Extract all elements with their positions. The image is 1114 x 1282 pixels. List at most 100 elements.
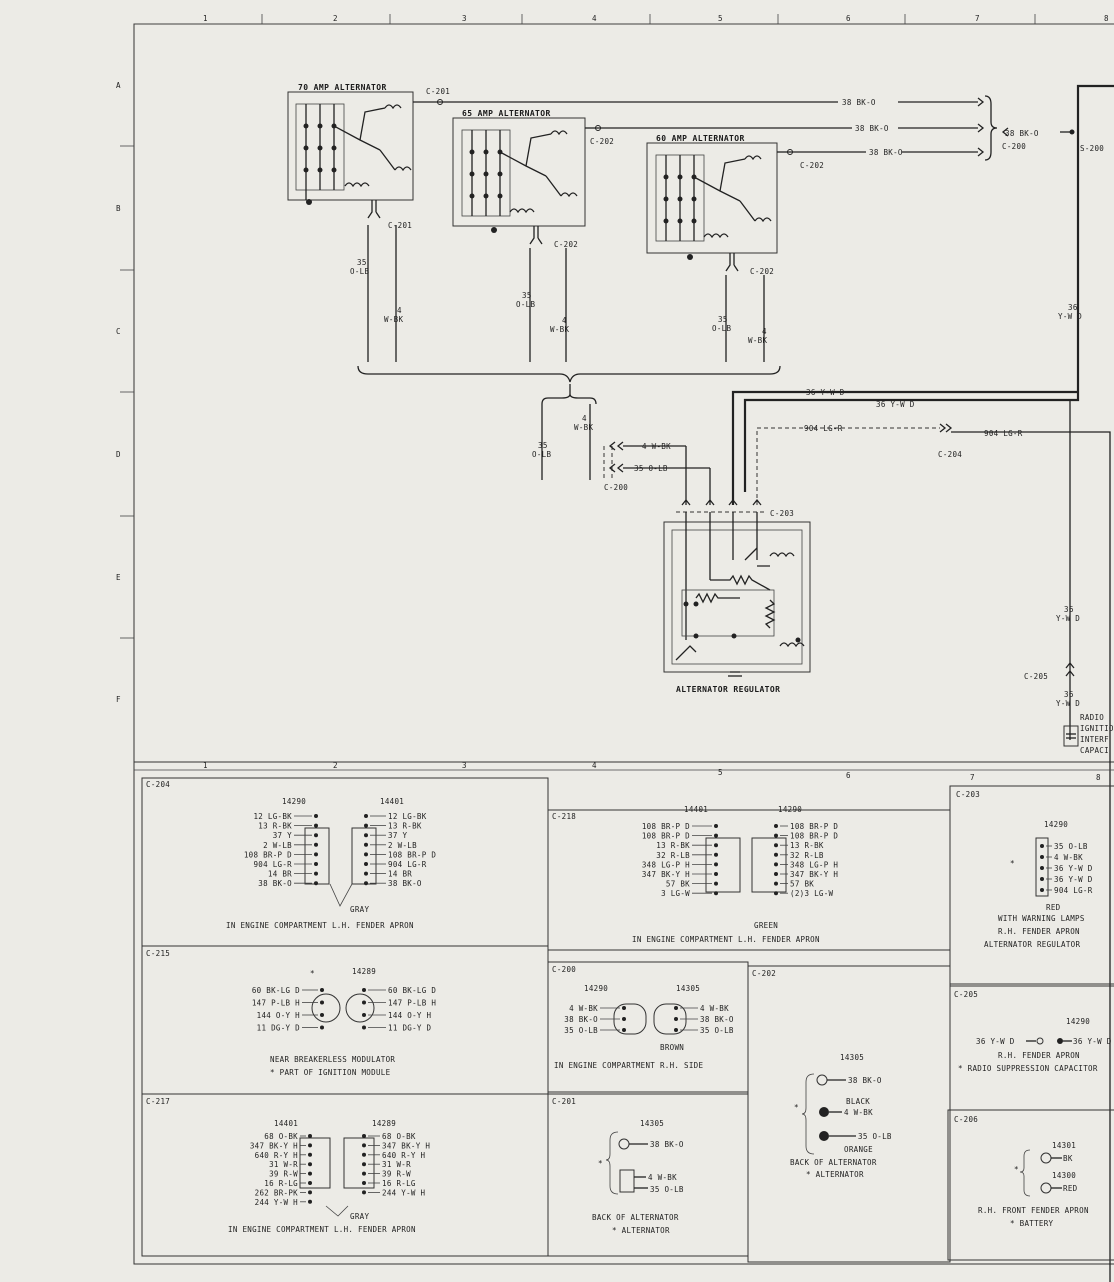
c200-left-label-2: 35 O-LB — [564, 1026, 598, 1035]
mid-w4-b: W-BK — [574, 423, 593, 432]
bcol-3: 3 — [462, 761, 467, 770]
col-3: 3 — [462, 14, 467, 23]
wire-904b: 904 LG-R — [984, 429, 1023, 438]
c200-right-label-0: 4 W-BK — [700, 1004, 729, 1013]
c200-part-r: 14305 — [676, 984, 700, 993]
alt70-w1b: O-LB — [350, 267, 369, 276]
c218-right-pin-6 — [774, 881, 778, 886]
c204-right-label-0: 12 LG-BK — [388, 812, 427, 821]
c200-label-mid: C-200 — [604, 483, 628, 492]
col-1: 1 — [203, 14, 208, 23]
c205-cap2: * RADIO SUPPRESSION CAPACITOR — [958, 1064, 1098, 1073]
c218-right-label-4: 348 LG-P H — [790, 860, 838, 869]
c217-right-label-4: 39 R-W — [382, 1170, 411, 1179]
c204-left-label-3: 2 W-LB — [263, 841, 292, 850]
row-a: A — [116, 81, 121, 90]
c218-right-pin-3 — [774, 852, 778, 857]
c217-id: C-217 — [146, 1097, 170, 1106]
col-5: 5 — [718, 14, 723, 23]
c217-left-pin-5 — [308, 1181, 312, 1185]
c217-right-pin-3 — [362, 1162, 366, 1167]
c201-cap1: BACK OF ALTERNATOR — [592, 1213, 679, 1222]
alt70-w1: 35 — [357, 258, 367, 267]
c203-wires-pin-2 — [1040, 866, 1044, 870]
c217-color: GRAY — [350, 1212, 369, 1221]
c200-left-pin-1 — [622, 1017, 626, 1021]
c204-color: GRAY — [350, 905, 369, 914]
alt65-w2: 4 — [562, 316, 567, 325]
c203-wires-label-3: 36 Y-W D — [1054, 875, 1093, 884]
c206-w2: RED — [1063, 1184, 1078, 1193]
c206-part2: 14300 — [1052, 1171, 1076, 1180]
c203-wires-label-2: 36 Y-W D — [1054, 864, 1093, 873]
c217-caption: IN ENGINE COMPARTMENT L.H. FENDER APRON — [228, 1225, 416, 1234]
c218-left-pin-2 — [714, 843, 718, 848]
c200-right-pin-1 — [674, 1017, 678, 1021]
c205-w1: 36 Y-W D — [976, 1037, 1015, 1046]
c204-right-pin-7 — [364, 881, 368, 886]
bcol-7: 7 — [970, 773, 975, 782]
wire-38-c: 38 BK-O — [869, 148, 903, 157]
c217-right-label-5: 16 R-LG — [382, 1179, 416, 1188]
c215-right-label-0: 60 BK-LG D — [388, 986, 436, 995]
c204-label-mid: C-204 — [938, 450, 962, 459]
alternator-70amp: 70 AMP ALTERNATOR C-201 C-201 35 O-LB 4 … — [287, 83, 450, 362]
wire-4wbk-c200: 4 W-BK — [642, 442, 671, 451]
c204-left-label-2: 37 Y — [273, 831, 292, 840]
alt65-conn: C-202 — [590, 137, 614, 146]
col-4: 4 — [592, 14, 597, 23]
alt65-lower-conn: C-202 — [554, 240, 578, 249]
alt-brace: 4 W-BK 35 O-LB — [357, 365, 781, 480]
c217-right-pin-5 — [362, 1181, 366, 1185]
c215-right-pin-2 — [362, 1013, 366, 1017]
bcol-4: 4 — [592, 761, 597, 770]
c201-star: * — [598, 1159, 603, 1168]
c217-right-pin-6 — [362, 1190, 366, 1195]
c217-left-label-1: 347 BK-Y H — [250, 1141, 298, 1150]
alt70-w2: 4 — [397, 306, 402, 315]
c204-left-label-1: 13 R-BK — [258, 822, 292, 831]
alt60-w2b: W-BK — [748, 336, 767, 345]
alt60-w1b: O-LB — [712, 324, 731, 333]
c218-left-pin-4 — [714, 862, 718, 867]
c203-wires-pin-0 — [1040, 844, 1044, 848]
c218-caption: IN ENGINE COMPARTMENT L.H. FENDER APRON — [632, 935, 820, 944]
c204-right-label-1: 13 R-BK — [388, 822, 422, 831]
c218-right-label-1: 108 BR-P D — [790, 832, 838, 841]
s200-label: S-200 — [1080, 144, 1104, 153]
c202-c2: ORANGE — [844, 1145, 873, 1154]
c217-left-label-3: 31 W-R — [269, 1160, 298, 1169]
radio-l4: CAPACI — [1080, 746, 1109, 755]
c202-cap1: BACK OF ALTERNATOR — [790, 1158, 877, 1167]
c202-w3: 35 O-LB — [858, 1132, 892, 1141]
alternator-regulator: C-203 ALTERNATOR REGULATOR — [663, 498, 811, 694]
wire-38-b: 38 BK-O — [855, 124, 889, 133]
c215-left-label-0: 60 BK-LG D — [252, 986, 300, 995]
c204-right-label-5: 904 LG-R — [388, 860, 427, 869]
c200-right-pin-0 — [674, 1006, 678, 1010]
c215-left-label-1: 147 P-LB H — [252, 999, 300, 1008]
c206-cap2: * BATTERY — [1010, 1219, 1054, 1228]
c201-w1: 38 BK-O — [650, 1140, 684, 1149]
right-wire-36: 36 — [1068, 303, 1078, 312]
alt65-w1b: O-LB — [516, 300, 535, 309]
panel-c217: C-217 14401 14289 GRAY IN ENGINE COMPART… — [141, 1093, 549, 1257]
c202-star: * — [794, 1103, 799, 1112]
wire-35olb-c200: 35 O-LB — [634, 464, 668, 473]
c205-cap1: R.H. FENDER APRON — [998, 1051, 1080, 1060]
c217-left-pin-3 — [308, 1162, 312, 1167]
regulator-title: ALTERNATOR REGULATOR — [676, 685, 780, 694]
diagram-frame — [133, 23, 1114, 1265]
c202-part: 14305 — [840, 1053, 864, 1062]
c202-cap2: * ALTERNATOR — [806, 1170, 864, 1179]
wire-36a: 36 Y-W D — [806, 388, 845, 397]
c215-right-pin-1 — [362, 1000, 366, 1005]
c217-left-label-2: 640 R-Y H — [255, 1151, 299, 1160]
c218-left-pin-6 — [714, 881, 718, 886]
c218-id: C-218 — [552, 812, 576, 821]
